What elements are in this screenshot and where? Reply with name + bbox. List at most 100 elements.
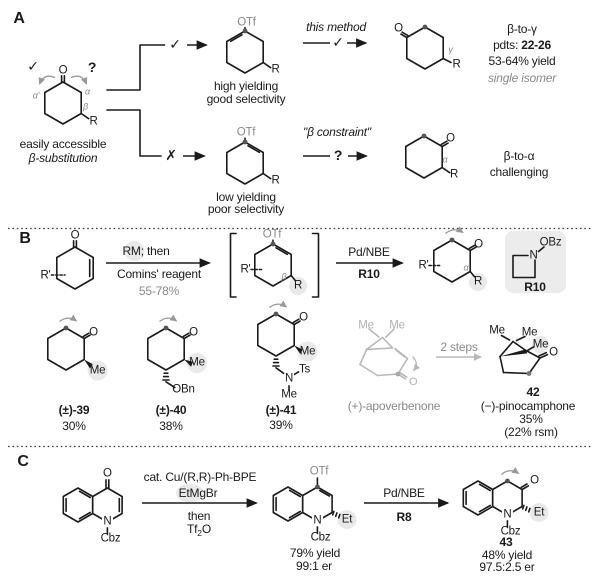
conditions-rm-then-part-1: ; then bbox=[140, 244, 170, 258]
question-mark-arrow: ? bbox=[333, 146, 343, 163]
conditions-rm-then-part-0: RM bbox=[122, 244, 141, 258]
atom-obz: OBz bbox=[539, 235, 562, 248]
structure-enone bbox=[50, 240, 94, 290]
conditions-tf2o-part-2: O bbox=[201, 521, 211, 536]
compound-42-yield: 35% bbox=[519, 411, 543, 426]
r10-reagent-box bbox=[505, 231, 566, 293]
label-beta-intermediate: β bbox=[281, 271, 287, 282]
caption-beta-substitution: β-substitution bbox=[28, 151, 98, 165]
curly-arrow-41 bbox=[269, 300, 288, 309]
atom-otf-c-intermediate: OTf bbox=[309, 465, 329, 478]
conditions-yield-55-78: 55-78% bbox=[138, 284, 180, 298]
atom-r-triflate-top: R bbox=[271, 63, 280, 76]
result-challenging: challenging bbox=[489, 164, 549, 179]
check-mark-arrow: ✓ bbox=[332, 34, 344, 50]
check-mark-start: ✓ bbox=[27, 58, 39, 74]
structure-start-ketone bbox=[38, 75, 90, 125]
conditions-tf2o-part-1: 2 bbox=[197, 527, 202, 538]
label-alpha-prime: α' bbox=[32, 90, 40, 101]
compound-43-label: 43 bbox=[499, 535, 513, 549]
atom-o-43: O bbox=[530, 474, 539, 487]
result-yield-range-a: 53-64% yield bbox=[488, 54, 556, 68]
structure-product-beta-to-gamma bbox=[400, 24, 452, 70]
result-beta-to-gamma: β-to-γ bbox=[507, 22, 537, 36]
atom-n-me-41: Me bbox=[281, 387, 297, 400]
conditions-cu-phbpe: cat. Cu/(R,R)-Ph-BPE bbox=[143, 470, 257, 484]
atom-cbz-quinolone: Cbz bbox=[100, 532, 121, 545]
atom-r-start: R bbox=[89, 115, 98, 128]
atom-otf-intermediate: OTf bbox=[262, 228, 282, 241]
atom-o-quinolone: O bbox=[103, 467, 112, 480]
compound-42-label: 42 bbox=[526, 384, 540, 399]
atom-r-prime-intermediate: R' bbox=[240, 262, 251, 275]
c-intermediate-er: 99:1 er bbox=[296, 559, 332, 573]
atom-otf-top: OTf bbox=[237, 15, 256, 28]
panel-b-label: B bbox=[19, 230, 31, 247]
highlight-circles bbox=[87, 241, 549, 529]
label-r10-box: R10 bbox=[524, 279, 546, 294]
atom-n-43: N bbox=[502, 507, 513, 521]
label-gamma: γ bbox=[448, 44, 453, 54]
panel-a-label: A bbox=[13, 10, 25, 27]
compound-43-yield: 48% yield bbox=[481, 547, 533, 562]
result-pdts: pdts: 22-26 bbox=[493, 39, 551, 51]
curly-arrow-apoverbenone bbox=[412, 356, 421, 372]
caption-high-yielding: high yielding bbox=[213, 79, 279, 93]
atom-o-enone: O bbox=[70, 229, 80, 242]
apoverbenone-label: (+)-apoverbenone bbox=[347, 399, 441, 413]
result-single-isomer: single isomer bbox=[487, 71, 557, 85]
structure-quinolone bbox=[62, 478, 123, 535]
atom-o-product-top: O bbox=[394, 22, 403, 35]
conditions-r8: R8 bbox=[396, 509, 412, 524]
atom-o-start: O bbox=[58, 63, 68, 76]
atom-me-40: Me bbox=[189, 356, 205, 369]
compound-42-name: (−)-pinocamphone bbox=[480, 398, 576, 413]
atom-r-triflate-bottom: R bbox=[271, 174, 280, 187]
curly-arrow-alpha-prime bbox=[38, 75, 56, 85]
compound-42-rsm: (22% rsm) bbox=[504, 424, 558, 439]
cross-mark-bottom-path: ✗ bbox=[165, 147, 177, 163]
compound-41-label: (±)-41 bbox=[265, 402, 297, 417]
atom-me-42-b: Me bbox=[521, 325, 538, 338]
atom-cbz-c-intermediate: Cbz bbox=[310, 531, 331, 544]
caption-poor-selectivity: poor selectivity bbox=[207, 201, 285, 216]
structure-c-intermediate bbox=[272, 477, 341, 534]
conditions-rm-then: RM; then bbox=[122, 245, 169, 257]
conditions-then: then bbox=[187, 508, 211, 523]
structure-compound-42 bbox=[499, 334, 549, 376]
atom-me-39: Me bbox=[89, 363, 106, 376]
atom-o-product-bottom: O bbox=[446, 131, 455, 144]
curly-arrow-product-b bbox=[445, 226, 464, 235]
curly-arrow-43 bbox=[501, 467, 520, 476]
fork-lines bbox=[106, 44, 166, 157]
atom-o-39: O bbox=[89, 326, 98, 339]
result-pdts-part-1: 22-26 bbox=[521, 37, 551, 52]
conditions-r10-arrow: R10 bbox=[358, 267, 380, 281]
curly-arrow-39 bbox=[59, 314, 78, 323]
conditions-tf2o: Tf2O bbox=[187, 522, 211, 537]
atom-et-c-intermediate: Et bbox=[341, 512, 353, 525]
atom-n-azetidine: N bbox=[529, 248, 538, 261]
caption-low-yielding: low yielding bbox=[216, 189, 276, 204]
arrow-label-2-steps: 2 steps bbox=[440, 339, 478, 354]
label-alpha-start: α bbox=[85, 86, 90, 96]
result-beta-to-alpha: β-to-α bbox=[503, 149, 535, 163]
label-alpha-product-b: α bbox=[463, 262, 469, 273]
c-intermediate-yield: 79% yield bbox=[289, 545, 341, 560]
structure-product-b bbox=[428, 226, 477, 283]
atom-me-42-a: Me bbox=[489, 324, 505, 337]
atom-me-41: Me bbox=[299, 344, 316, 357]
compound-41-yield: 39% bbox=[269, 417, 293, 432]
atom-n-41: N bbox=[283, 372, 295, 385]
atom-o-apoverbenone: O bbox=[409, 376, 418, 388]
atom-r-prime-enone: R' bbox=[40, 268, 51, 281]
structure-compound-41 bbox=[256, 300, 303, 391]
conditions-pd-nbe-b: Pd/NBE bbox=[348, 245, 390, 259]
conditions-etmgbr: EtMgBr bbox=[178, 486, 218, 500]
structure-compound-43 bbox=[462, 467, 531, 528]
atom-obn-40: OBn bbox=[172, 383, 195, 396]
structure-compound-40 bbox=[147, 314, 193, 389]
atom-r-product-bottom: R bbox=[449, 167, 459, 180]
